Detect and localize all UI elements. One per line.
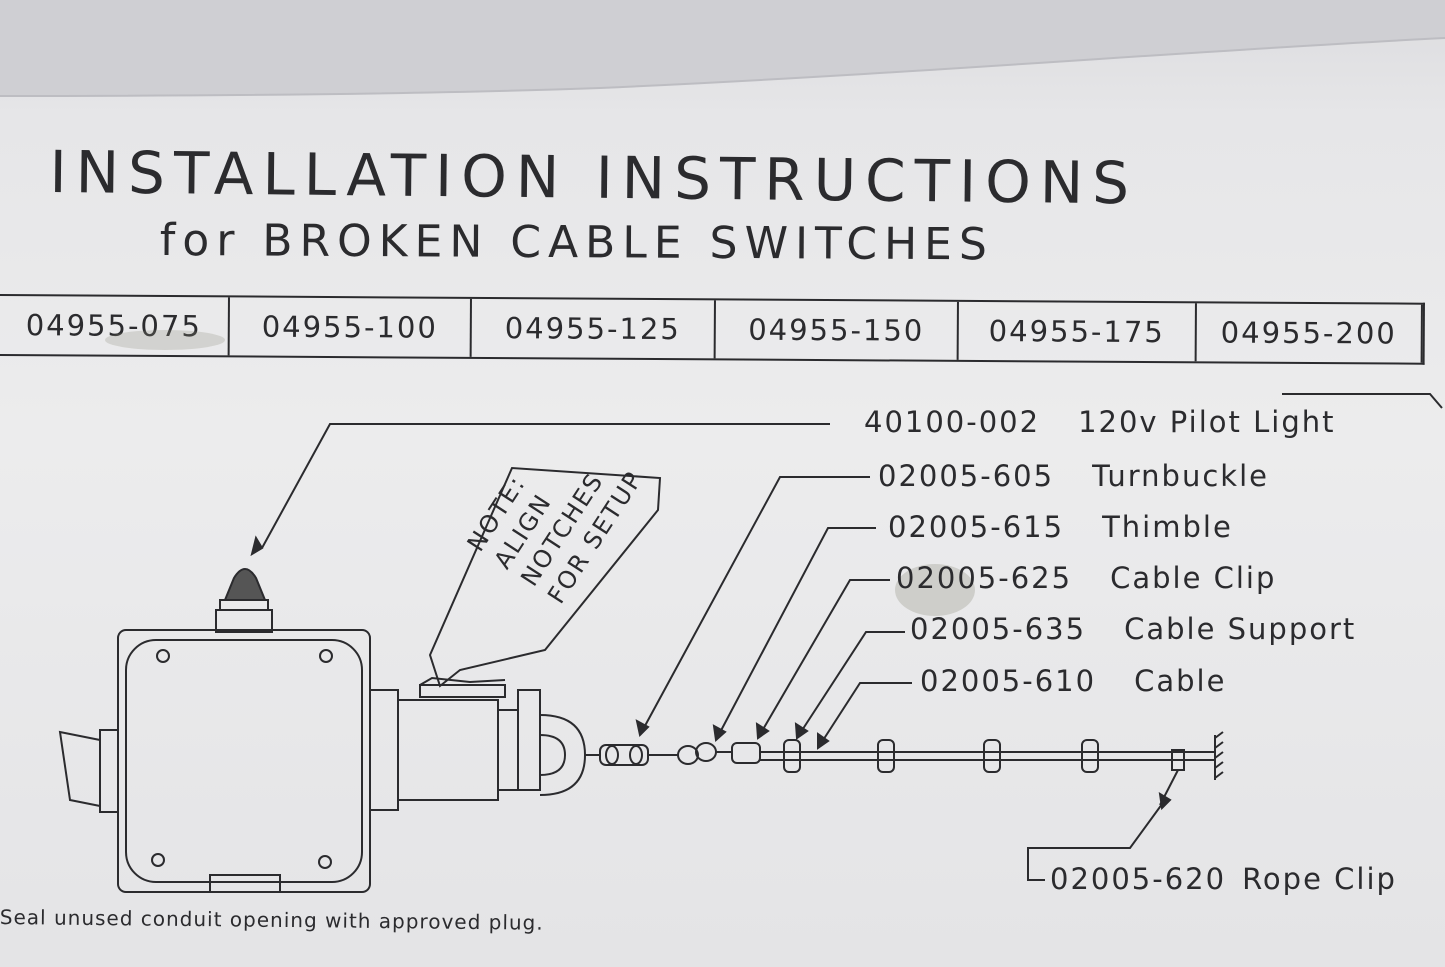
callout-part-number: 02005-625	[896, 561, 1073, 595]
paper-top-edge	[0, 0, 1445, 97]
callout-description: Cable	[1134, 664, 1227, 698]
callout-description: Turnbuckle	[1092, 459, 1269, 493]
callout-part-number: 02005-635	[910, 612, 1087, 646]
callout-part-number: 02005-620	[1050, 862, 1227, 896]
callout-cable: 02005-610 Cable	[920, 664, 1226, 698]
callout-cable-clip: 02005-625 Cable Clip	[896, 561, 1276, 595]
callout-rope-clip: 02005-620 Rope Clip	[1050, 862, 1397, 896]
callout-turnbuckle: 02005-605 Turnbuckle	[878, 459, 1269, 493]
callout-part-number: 02005-610	[920, 664, 1097, 698]
callout-description: Cable Support	[1124, 612, 1357, 646]
callout-description: Thimble	[1102, 510, 1233, 544]
callout-cable-support: 02005-635 Cable Support	[910, 612, 1356, 646]
callout-pilot-light: 40100-002 120v Pilot Light	[864, 405, 1335, 439]
callout-thimble: 02005-615 Thimble	[888, 510, 1233, 544]
callout-description: Cable Clip	[1110, 561, 1277, 595]
callout-description: Rope Clip	[1242, 862, 1397, 896]
callout-part-number: 02005-605	[878, 459, 1055, 493]
callout-part-number: 02005-615	[888, 510, 1065, 544]
callout-description: 120v Pilot Light	[1078, 405, 1336, 439]
callout-part-number: 40100-002	[864, 405, 1041, 439]
